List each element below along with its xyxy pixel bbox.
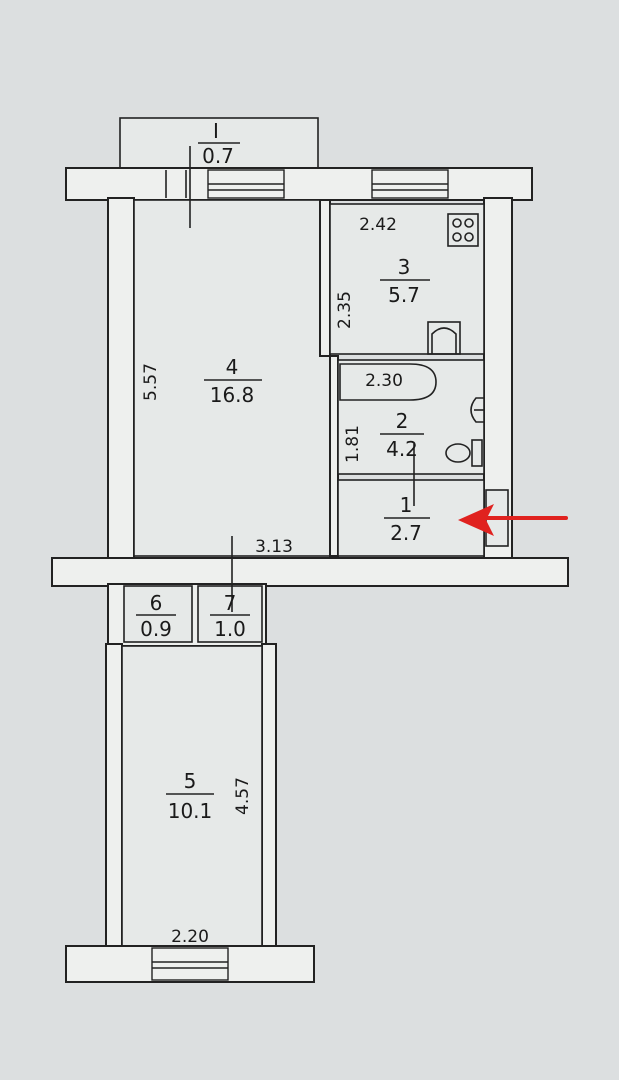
stove-icon [447,213,479,247]
bath-height-dim: 1.81 [343,425,363,463]
room-6-area: 0.9 [140,617,172,641]
hall-number: 1 [400,493,413,517]
balcony-outline [119,117,319,171]
kitchen-area: 5.7 [388,283,420,307]
room-7-area: 1.0 [214,617,246,641]
left-wall-lower [105,643,123,947]
window-bottom [151,947,229,981]
room-7-number: 7 [224,591,237,615]
kitchen-number: 3 [398,255,411,279]
toilet-icon [445,439,483,467]
room-5-area: 10.1 [168,799,213,823]
room-5-height-dim: 4.57 [233,777,253,815]
room-6-number: 6 [150,591,163,615]
room-4-area: 16.8 [210,383,255,407]
partition-bath [329,355,339,557]
kitchen-height-dim: 2.35 [335,291,355,329]
room-5-right-wall [261,643,277,947]
left-wall-upper [107,197,135,561]
balcony-area: 0.7 [202,144,234,168]
arrow-left-icon [458,504,568,536]
top-wall [65,167,533,201]
bathroom-number: 2 [396,409,409,433]
room-5-width-dim: 2.20 [171,927,209,947]
balcony-number: I [213,119,219,143]
window-top-right [371,169,449,199]
bathroom-area: 4.2 [386,437,418,461]
room-4-height-dim: 5.57 [141,363,161,401]
bathroom-floor [337,359,485,475]
sink-icon [427,321,461,355]
middle-wall [51,557,569,587]
washbasin-icon [470,397,484,423]
room-7-floor [197,585,263,643]
hall-area: 2.7 [390,521,422,545]
kitchen-floor [329,203,485,355]
window-top-left [207,169,285,199]
kitchen-width-dim: 2.42 [359,215,397,235]
bathtub-icon [339,363,437,401]
room-5-number: 5 [184,769,197,793]
room-4-width-dim: 3.13 [255,537,293,557]
room-4-number: 4 [226,355,239,379]
partition-kitchen [319,199,331,357]
bath-width-dim: 2.30 [365,371,403,391]
room-6-floor [123,585,193,643]
room-5-floor [121,645,263,947]
